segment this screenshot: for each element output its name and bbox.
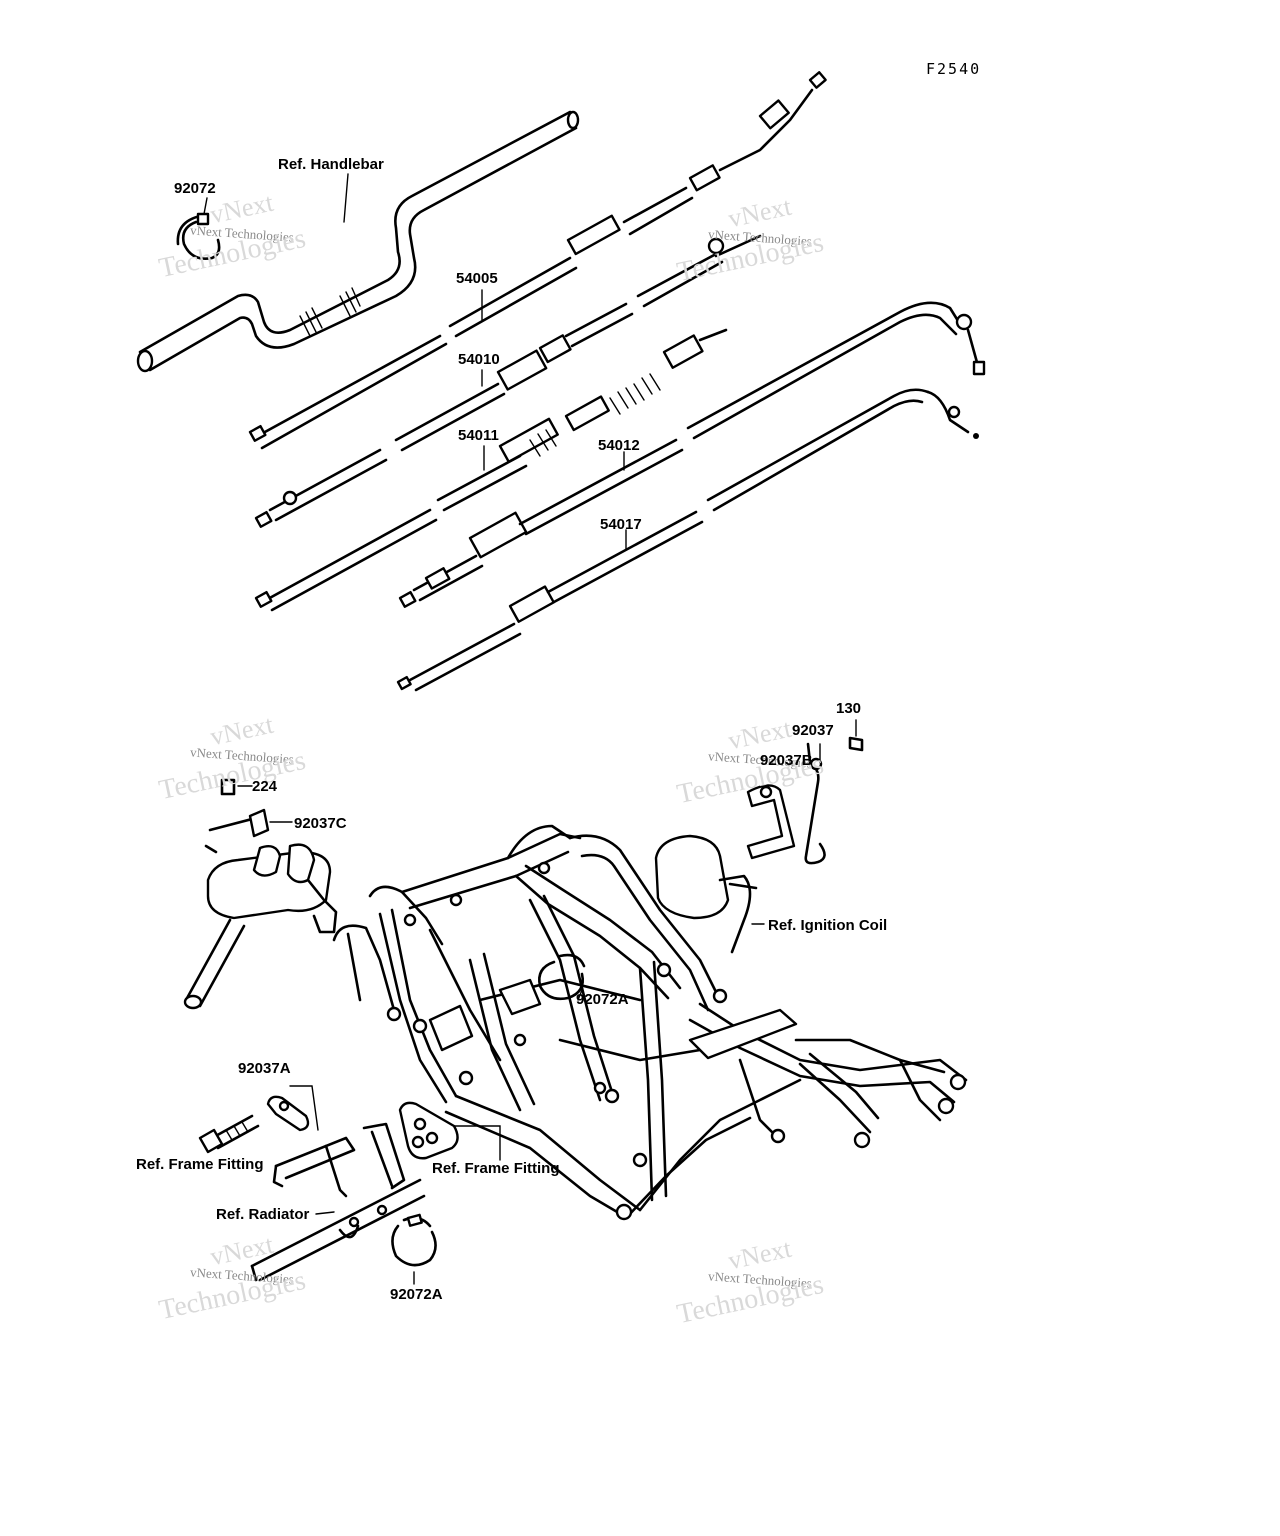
label-part-92037: 92037 <box>792 722 834 739</box>
label-ref-frame-fitting-right: Ref. Frame Fitting <box>432 1160 560 1177</box>
label-part-92072a-bottom: 92072A <box>390 1286 443 1303</box>
label-part-54012: 54012 <box>598 437 640 454</box>
label-ref-radiator: Ref. Radiator <box>216 1206 310 1223</box>
cable-54010-drawing <box>254 234 762 528</box>
label-part-54010: 54010 <box>458 351 500 368</box>
label-part-92037a: 92037A <box>238 1060 291 1077</box>
clamp-92072-drawing <box>176 212 221 260</box>
label-part-92037c: 92037C <box>294 815 347 832</box>
label-part-224: 224 <box>252 778 278 795</box>
cable-leader-lines <box>203 173 627 551</box>
cable-54017-drawing <box>396 388 979 692</box>
cable-54012-drawing <box>398 301 986 608</box>
clamp-92072a-frame-drawing <box>538 953 586 1001</box>
label-part-92072a-frame: 92072A <box>576 991 629 1008</box>
label-part-130: 130 <box>836 700 862 717</box>
bracket-92037b-drawing <box>746 719 864 865</box>
label-part-92037b: 92037B <box>760 752 813 769</box>
label-part-54005: 54005 <box>456 270 498 287</box>
ignition-coil-drawing <box>654 834 765 954</box>
cable-54005-drawing <box>248 71 827 450</box>
drawing-code: F2540 <box>926 60 982 78</box>
label-part-92072: 92072 <box>174 180 216 197</box>
handlebar-drawing <box>136 110 580 373</box>
steering-bracket-drawing <box>183 778 338 1010</box>
radiator-bracket-drawing <box>198 1085 501 1282</box>
label-part-54017: 54017 <box>600 516 642 533</box>
clamp-92072a-bottom-drawing <box>391 1213 437 1285</box>
label-part-54011: 54011 <box>458 427 499 444</box>
label-ref-handlebar: Ref. Handlebar <box>278 156 384 173</box>
label-ref-frame-fitting-left: Ref. Frame Fitting <box>136 1156 264 1173</box>
frame-drawing <box>332 824 968 1221</box>
label-ref-ignition-coil: Ref. Ignition Coil <box>768 917 888 934</box>
cable-54011-drawing <box>254 328 728 612</box>
